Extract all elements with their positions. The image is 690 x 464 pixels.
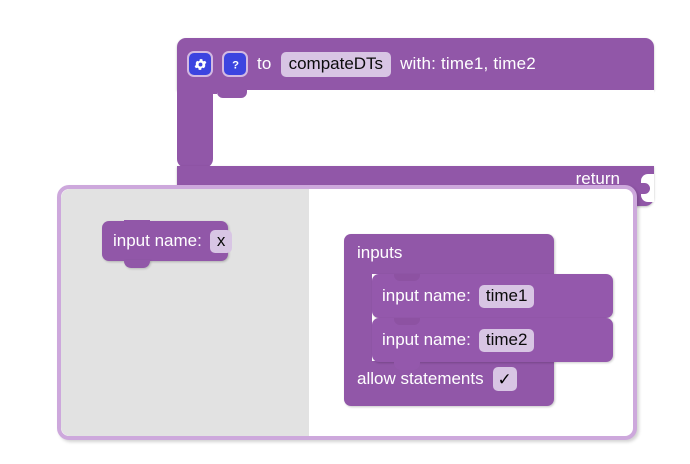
procedure-name-field[interactable]: compateDTs bbox=[280, 51, 392, 77]
mutator-input-field-1[interactable]: time1 bbox=[478, 284, 535, 308]
flyout-block-label: input name: bbox=[113, 231, 202, 250]
allow-statements-label: allow statements bbox=[357, 369, 484, 388]
return-value-socket[interactable] bbox=[641, 174, 654, 202]
flyout-block-input-name[interactable]: input name: x bbox=[102, 220, 233, 268]
procedure-definition-block[interactable]: ? to compateDTs with: time1, time2 retur… bbox=[177, 38, 654, 206]
question-mark-icon[interactable]: ? bbox=[222, 51, 248, 77]
block-bottom-notch bbox=[124, 260, 150, 268]
svg-text:?: ? bbox=[232, 59, 239, 71]
mutator-input-label-2: input name: bbox=[382, 330, 471, 349]
block-statement-slot bbox=[213, 90, 654, 166]
allow-statements-checkbox[interactable]: ✓ bbox=[492, 367, 517, 391]
block-bottom-notch bbox=[394, 362, 420, 370]
block-header-row: ? to compateDTs with: time1, time2 bbox=[177, 38, 654, 90]
mutator-container-title: inputs bbox=[357, 243, 403, 262]
block-header-bar bbox=[177, 38, 654, 90]
block-left-spine bbox=[177, 83, 213, 168]
block-top-notch bbox=[394, 274, 420, 281]
gear-icon[interactable] bbox=[187, 51, 213, 77]
statement-slot-pocket bbox=[213, 90, 231, 124]
flyout-block-value-field[interactable]: x bbox=[209, 229, 233, 253]
return-label: return bbox=[575, 169, 620, 188]
to-label: to bbox=[257, 54, 272, 73]
mutator-input-label-1: input name: bbox=[382, 286, 471, 305]
mutator-flyout[interactable]: input name: x bbox=[61, 189, 309, 436]
mutator-bubble[interactable]: input name: x inputs allow statements ✓ … bbox=[57, 185, 637, 440]
mutator-input-block-1[interactable]: input name: time1 bbox=[372, 274, 613, 318]
allow-statements-row[interactable]: allow statements ✓ bbox=[357, 367, 517, 391]
mutator-input-field-2[interactable]: time2 bbox=[478, 328, 535, 352]
mutator-input-block-2[interactable]: input name: time2 bbox=[372, 318, 613, 362]
block-top-notch bbox=[394, 318, 420, 325]
block-top-notch bbox=[124, 220, 150, 227]
with-params-label: with: time1, time2 bbox=[400, 54, 536, 73]
statement-connection-notch bbox=[213, 90, 247, 98]
